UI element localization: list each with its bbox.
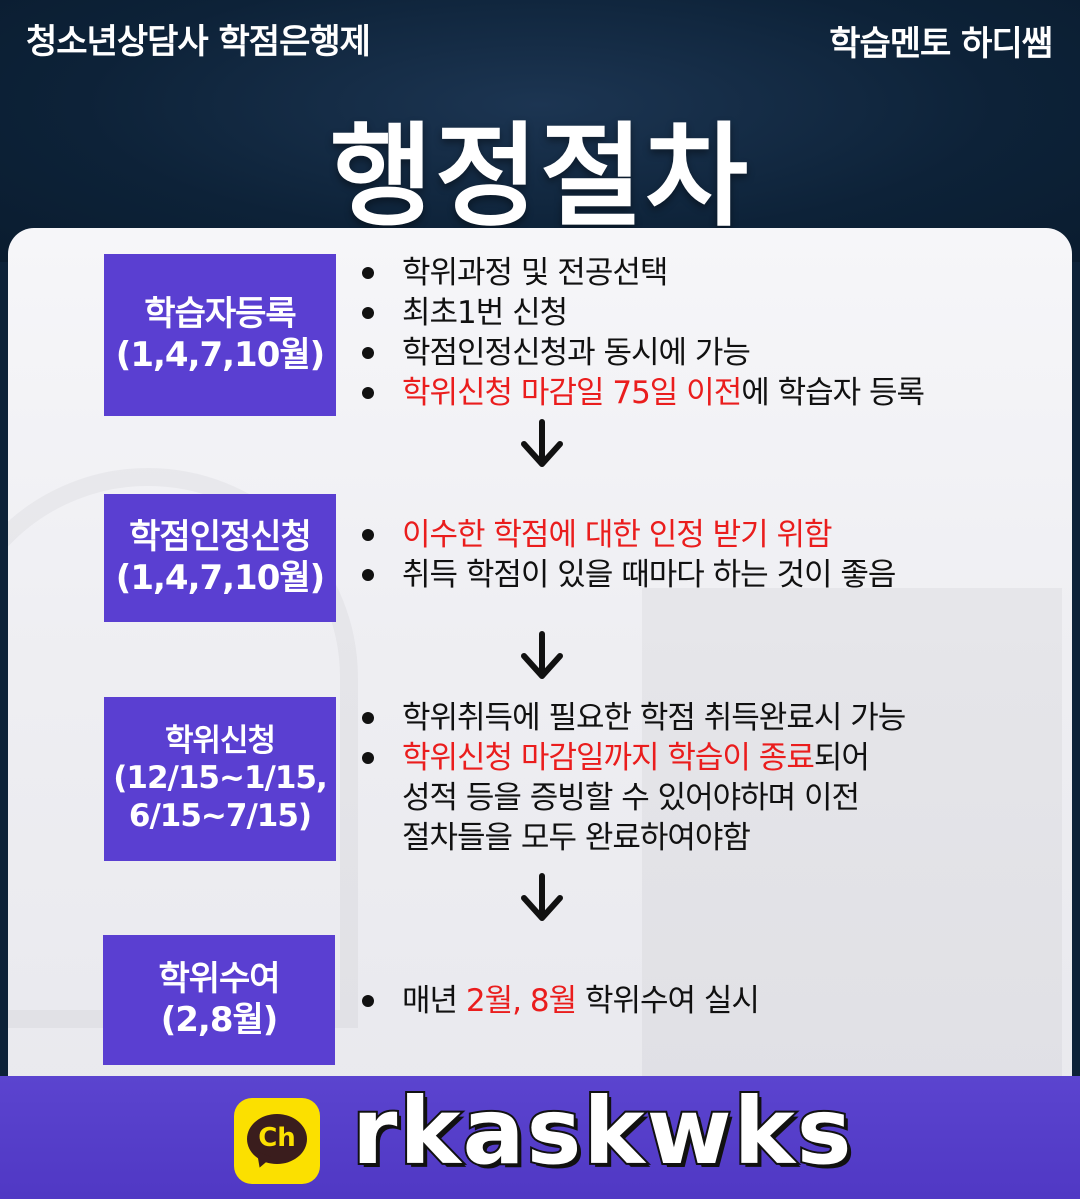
step-label: 학위신청 bbox=[165, 723, 275, 760]
bullet-item: 성적 등을 증빙할 수 있어야하며 이전 bbox=[362, 778, 905, 818]
bullet-text: 절차들을 모두 완료하여야함 bbox=[402, 820, 750, 856]
step-box-learner-registration: 학습자등록 (1,4,7,10월) bbox=[104, 254, 336, 416]
author-label: 학습멘토 하디쌤 bbox=[829, 16, 1052, 65]
bullet-item: 매년 2월, 8월 학위수여 실시 bbox=[362, 981, 759, 1021]
step-box-credit-recognition: 학점인정신청 (1,4,7,10월) bbox=[104, 494, 336, 622]
step-period: (1,4,7,10월) bbox=[116, 335, 324, 376]
step-period: (12/15~1/15, bbox=[113, 760, 327, 797]
bullet-text: 학점인정신청과 동시에 가능 bbox=[402, 335, 750, 371]
step-period: 6/15~7/15) bbox=[129, 798, 311, 835]
highlighted-text: 이수한 학점에 대한 인정 받기 위함 bbox=[402, 517, 832, 553]
bullet-text: 학위취득에 필요한 학점 취득완료시 가능 bbox=[402, 700, 905, 736]
step-label: 학위수여 bbox=[158, 959, 279, 1000]
bullet-item: 최초1번 신청 bbox=[362, 293, 924, 333]
highlighted-text: 학위신청 마감일까지 학습이 종료 bbox=[402, 740, 814, 776]
header-banner: 청소년상담사 학점은행제 학습멘토 하디쌤 행정절차 bbox=[0, 0, 1080, 262]
bullet-text: 매년 bbox=[402, 983, 466, 1019]
step-label: 학점인정신청 bbox=[129, 517, 311, 558]
highlighted-text: 학위신청 마감일 75일 이전 bbox=[402, 375, 741, 411]
step-box-degree-conferral: 학위수여 (2,8월) bbox=[103, 935, 335, 1065]
step-period: (1,4,7,10월) bbox=[116, 558, 324, 599]
bullet-item: 학위신청 마감일까지 학습이 종료되어 bbox=[362, 738, 905, 778]
bullet-text: 성적 등을 증빙할 수 있어야하며 이전 bbox=[402, 780, 859, 816]
bullet-text: 취득 학점이 있을 때마다 하는 것이 좋음 bbox=[402, 557, 895, 593]
channel-id[interactable]: rkaskwks bbox=[352, 1078, 854, 1185]
footer-banner: Ch rkaskwks bbox=[0, 1076, 1080, 1199]
down-arrow-icon bbox=[512, 630, 572, 682]
bullet-item: 이수한 학점에 대한 인정 받기 위함 bbox=[362, 515, 895, 555]
kakao-channel-icon[interactable]: Ch bbox=[234, 1098, 320, 1184]
category-label: 청소년상담사 학점은행제 bbox=[26, 14, 370, 63]
bullet-item: 학위과정 및 전공선택 bbox=[362, 253, 924, 293]
highlighted-text: 2월, 8월 bbox=[466, 983, 576, 1019]
step-box-degree-application: 학위신청 (12/15~1/15, 6/15~7/15) bbox=[104, 697, 336, 861]
bullet-text: 학위수여 실시 bbox=[576, 983, 759, 1019]
down-arrow-icon bbox=[512, 872, 572, 924]
bullet-text: 최초1번 신청 bbox=[402, 295, 567, 331]
step-label: 학습자등록 bbox=[144, 294, 295, 335]
bullet-item: 학위신청 마감일 75일 이전에 학습자 등록 bbox=[362, 373, 924, 413]
bullet-text: 학위과정 및 전공선택 bbox=[402, 255, 667, 291]
bullet-item: 절차들을 모두 완료하여야함 bbox=[362, 818, 905, 858]
down-arrow-icon bbox=[512, 418, 572, 470]
bullet-item: 취득 학점이 있을 때마다 하는 것이 좋음 bbox=[362, 555, 895, 595]
page-title: 행정절차 bbox=[0, 86, 1080, 248]
bullet-text: 에 학습자 등록 bbox=[741, 375, 924, 411]
bullet-item: 학점인정신청과 동시에 가능 bbox=[362, 333, 924, 373]
bullet-item: 학위취득에 필요한 학점 취득완료시 가능 bbox=[362, 698, 905, 738]
bullet-list-degree-conferral: 매년 2월, 8월 학위수여 실시 bbox=[362, 981, 759, 1021]
step-period: (2,8월) bbox=[161, 1000, 278, 1041]
bullet-text: 되어 bbox=[814, 740, 869, 776]
channel-badge-text: Ch bbox=[247, 1123, 307, 1153]
